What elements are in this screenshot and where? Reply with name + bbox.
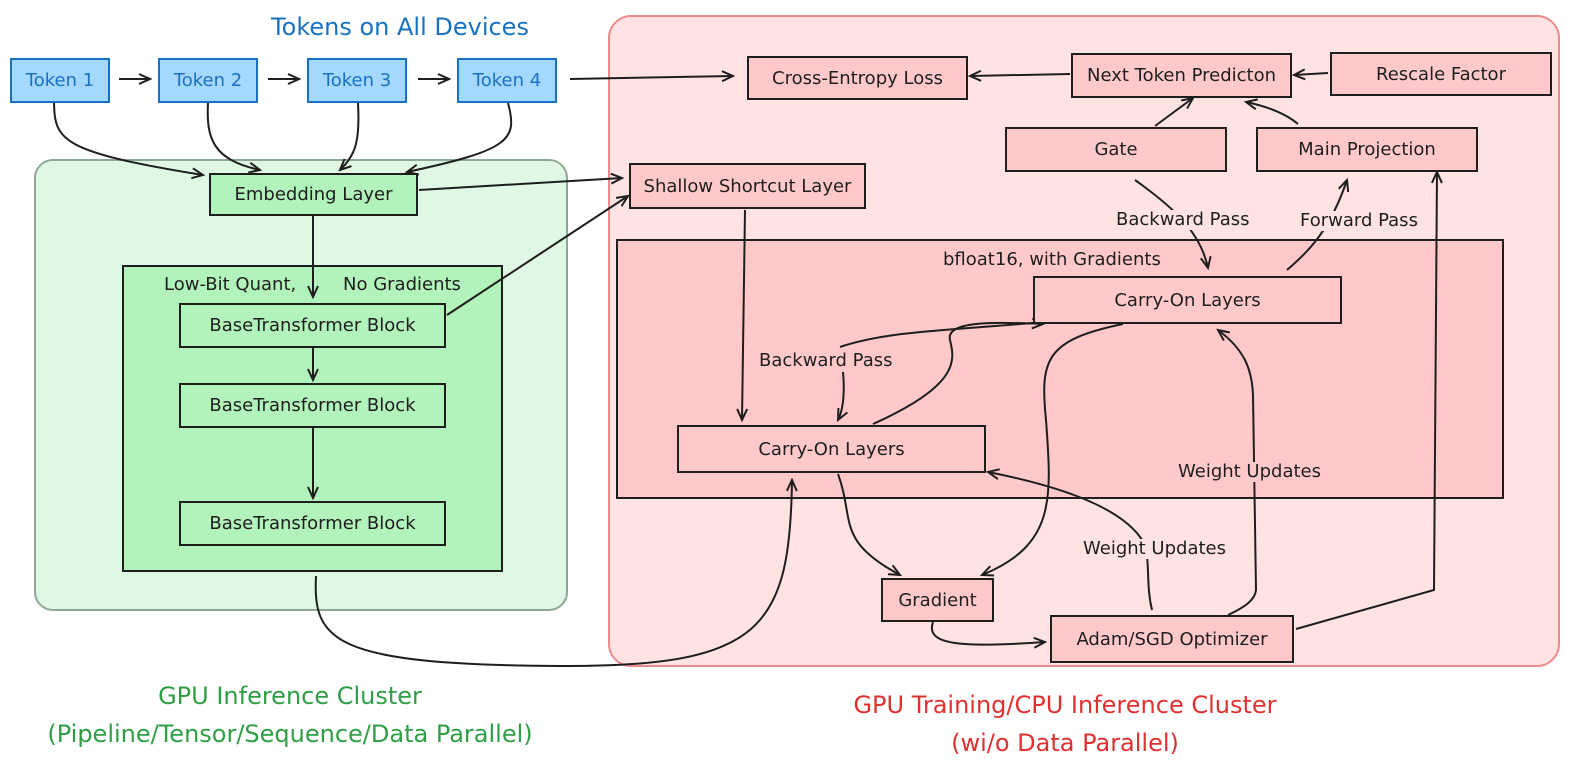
backward-pass-mid-label: Backward Pass	[755, 351, 897, 371]
tokens-title: Tokens on All Devices	[271, 13, 529, 41]
bf16-label: bfloat16, with Gradients	[943, 249, 1161, 270]
inference-cluster-title-line2: (Pipeline/Tensor/Sequence/Data Parallel)	[47, 720, 533, 748]
arrow-carryon-top-backward	[839, 321, 1044, 348]
no-gradients-label: No Gradients	[343, 274, 461, 295]
embedding-layer-node: Embedding Layer	[209, 173, 418, 216]
gate-node: Gate	[1005, 127, 1227, 172]
arrow-gate-nexttoken	[1154, 98, 1193, 127]
arrow-embedding-shortcut	[418, 178, 622, 191]
carry-on-layers-bottom-node: Carry-On Layers	[677, 425, 986, 473]
arrow-token1-embedding	[53, 102, 203, 175]
shallow-shortcut-layer-node: Shallow Shortcut Layer	[629, 163, 866, 209]
arrow-token2-embedding	[206, 102, 260, 170]
token-1-node: Token 1	[10, 58, 110, 103]
training-cluster-title-line1: GPU Training/CPU Inference Cluster	[853, 691, 1277, 719]
training-cluster-title-line2: (wi/o Data Parallel)	[951, 729, 1179, 757]
base-transformer-block-2: BaseTransformer Block	[179, 383, 446, 428]
arrow-carryon-bottom-gradient	[837, 473, 900, 575]
forward-pass-label: Forward Pass	[1296, 211, 1422, 231]
arrow-backward-mid	[838, 371, 844, 420]
inference-cluster-title-line1: GPU Inference Cluster	[158, 682, 422, 710]
base-transformer-block-1: BaseTransformer Block	[179, 303, 446, 348]
arrow-inference-carryon	[314, 480, 792, 668]
next-token-prediction-node: Next Token Predicton	[1071, 53, 1292, 98]
token-2-node: Token 2	[158, 58, 258, 103]
arrow-optimizer-carryon-top	[1218, 330, 1258, 616]
quant-label: Low-Bit Quant,	[164, 274, 297, 295]
arrow-block1-shortcut	[446, 196, 628, 316]
weight-updates-bottom-label: Weight Updates	[1079, 539, 1230, 559]
base-transformer-block-3: BaseTransformer Block	[179, 501, 446, 546]
arrow-token4-embedding	[407, 102, 513, 172]
arrow-carryon-mainproj	[1286, 180, 1347, 271]
carry-on-layers-top-node: Carry-On Layers	[1033, 276, 1342, 324]
backward-pass-top-label: Backward Pass	[1112, 210, 1254, 230]
arrow-gradient-optimizer	[930, 621, 1045, 645]
token-3-node: Token 3	[307, 58, 407, 103]
token-4-node: Token 4	[457, 58, 557, 103]
arrow-optimizer-carryon-bottom	[988, 472, 1153, 611]
arrow-mainproj-nexttoken	[1246, 102, 1299, 125]
arrow-shortcut-carryon	[742, 209, 745, 420]
optimizer-node: Adam/SGD Optimizer	[1050, 615, 1294, 663]
arrow-token3-embedding	[340, 102, 360, 170]
arrow-carryon-bottom-top	[872, 323, 1043, 425]
arrow-carryon-top-gradient	[982, 323, 1124, 575]
rescale-factor-node: Rescale Factor	[1330, 52, 1552, 96]
gradient-node: Gradient	[881, 578, 994, 622]
arrow-rescale-nexttoken	[1294, 73, 1329, 75]
main-projection-node: Main Projection	[1256, 127, 1478, 172]
arrow-token4-loss	[569, 76, 733, 79]
arrow-nexttoken-loss	[970, 74, 1071, 76]
weight-updates-right-label: Weight Updates	[1174, 462, 1325, 482]
arrow-optimizer-mainproj	[1295, 172, 1437, 630]
cross-entropy-loss-node: Cross-Entropy Loss	[747, 56, 968, 100]
